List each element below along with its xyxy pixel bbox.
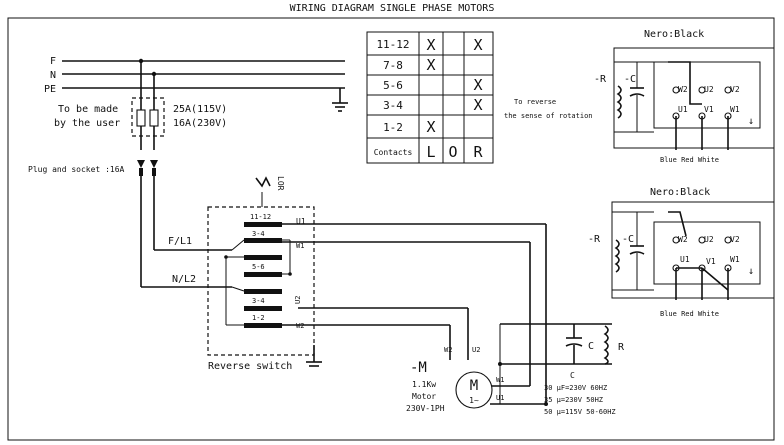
motor-rating: 230V-1PH [406, 404, 445, 413]
switch-term-w1: W1 [296, 242, 304, 250]
switch-to-motor-wires [282, 223, 612, 406]
table-row-1-label: 11-12 [376, 38, 409, 51]
table-footer-r: R [473, 143, 483, 161]
box2-u2: U2 [704, 235, 714, 244]
box1-u2: U2 [704, 85, 714, 94]
terminal-box-2: Nero:Black -R -C W2 U2 V2 U1 V1 W1 ↓ Blu… [588, 187, 775, 318]
box2-w1: W1 [730, 255, 740, 264]
motor-symbol-m: M [470, 378, 478, 394]
box1-title: Nero:Black [644, 29, 704, 40]
table-row-3-label: 5-6 [383, 79, 403, 92]
box2-title: Nero:Black [650, 187, 710, 198]
box1-colors: Blue Red White [660, 156, 719, 164]
switch-term-u1: U1 [296, 217, 306, 226]
user-fuses: To be made by the user 25A(115V) 16A(230… [54, 61, 227, 150]
supply-lines: F N PE [44, 56, 348, 112]
table-footer-label: Contacts [374, 148, 413, 157]
reverse-note-line2: the sense of rotation [504, 112, 593, 120]
table-row-4-r: X [473, 96, 482, 114]
cap-c-label: C [588, 341, 594, 352]
box2-r: -R [588, 234, 601, 245]
box1-w1: W1 [730, 105, 740, 114]
run-capacitor: C R C 30 μF=230V 60HZ 35 μ=230V 50HZ 50 … [544, 324, 625, 416]
plug-label: Plug and socket :16A [28, 165, 125, 174]
cap-spec-2: 35 μ=230V 50HZ [544, 396, 603, 404]
box2-ground-arrow: ↓ [748, 266, 754, 277]
fuse-230-label: 16A(230V) [173, 118, 227, 129]
box1-v1: V1 [704, 105, 714, 114]
motor-power: 1.1Kw [412, 380, 436, 389]
switch-term-u2: U2 [294, 296, 302, 304]
table-row-2-l: X [426, 56, 435, 74]
box1-w2: W2 [678, 85, 688, 94]
box2-colors: Blue Red White [660, 310, 719, 318]
plug-socket: Plug and socket :16A [28, 160, 158, 176]
reverse-note-line1: To reverse [514, 98, 556, 106]
switch-contact-3: 5-6 [252, 263, 265, 271]
motor-tag: -M [410, 360, 427, 376]
user-note-line2: by the user [54, 118, 120, 129]
terminal-box-1: Nero:Black -R -C W2 U2 V2 U1 V1 W1 ↓ Blu… [594, 29, 775, 164]
switch-box [207, 206, 315, 356]
box2-w2: W2 [678, 235, 688, 244]
motor: M 1~ -M 1.1Kw Motor 230V-1PH W2 U2 W1 U1 [406, 346, 504, 413]
box1-c: -C [624, 74, 636, 85]
switch-contact-4: 3-4 [252, 297, 265, 305]
box2-c: -C [622, 234, 634, 245]
motor-symbol-phase: 1~ [469, 396, 479, 405]
table-row-3-r: X [473, 76, 482, 94]
motor-term-w1: W1 [496, 376, 504, 384]
box1-v2: V2 [730, 85, 740, 94]
contacts-table: 11-12 X X 7-8 X 5-6 X 3-4 X 1-2 X Contac… [366, 31, 494, 164]
table-row-1-l: X [426, 36, 435, 54]
label-pe: PE [44, 84, 56, 95]
switch-contact-2: 3-4 [252, 230, 265, 238]
table-row-5-l: X [426, 118, 435, 136]
table-row-5-label: 1-2 [383, 121, 403, 134]
table-row-4-label: 3-4 [383, 99, 403, 112]
table-row-1-r: X [473, 36, 482, 54]
fuse-115-label: 25A(115V) [173, 104, 227, 115]
label-n: N [50, 70, 56, 81]
lor-label: LOR [276, 176, 285, 191]
box1-ground-arrow: ↓ [748, 116, 754, 127]
table-footer-o: O [448, 143, 457, 161]
motor-term-u2: U2 [472, 346, 480, 354]
cap-spec-1: 30 μF=230V 60HZ [544, 384, 607, 392]
table-row-2-label: 7-8 [383, 59, 403, 72]
reverse-switch: LOR 11-12 3-4 5-6 3-4 1-2 U1 W1 U2 W2 Re… [207, 176, 322, 372]
user-note-line1: To be made [58, 104, 118, 115]
motor-term-u1: U1 [496, 394, 504, 402]
motor-name: Motor [412, 392, 436, 401]
cap-r-label: R [618, 342, 625, 353]
line-fl1: F/L1 [168, 236, 192, 247]
reverse-switch-label: Reverse switch [208, 361, 292, 372]
line-nl2: N/L2 [172, 274, 196, 285]
motor-symbol [455, 371, 493, 409]
box2-u1: U1 [680, 255, 690, 264]
box1-u1: U1 [678, 105, 688, 114]
box2-v2: V2 [730, 235, 740, 244]
box1-r: -R [594, 74, 607, 85]
label-f: F [50, 56, 56, 67]
switch-contact-1: 11-12 [250, 213, 271, 221]
switch-contact-5: 1-2 [252, 314, 265, 322]
user-fuse-box [131, 97, 165, 137]
cap-title: C [570, 371, 575, 380]
table-footer-l: L [426, 143, 435, 161]
switch-term-w2: W2 [296, 322, 304, 330]
box2-v1: V1 [706, 257, 716, 266]
motor-term-w2: W2 [444, 346, 452, 354]
page-title: WIRING DIAGRAM SINGLE PHASE MOTORS [290, 3, 495, 14]
cap-spec-3: 50 μ=115V 50-60HZ [544, 408, 616, 416]
